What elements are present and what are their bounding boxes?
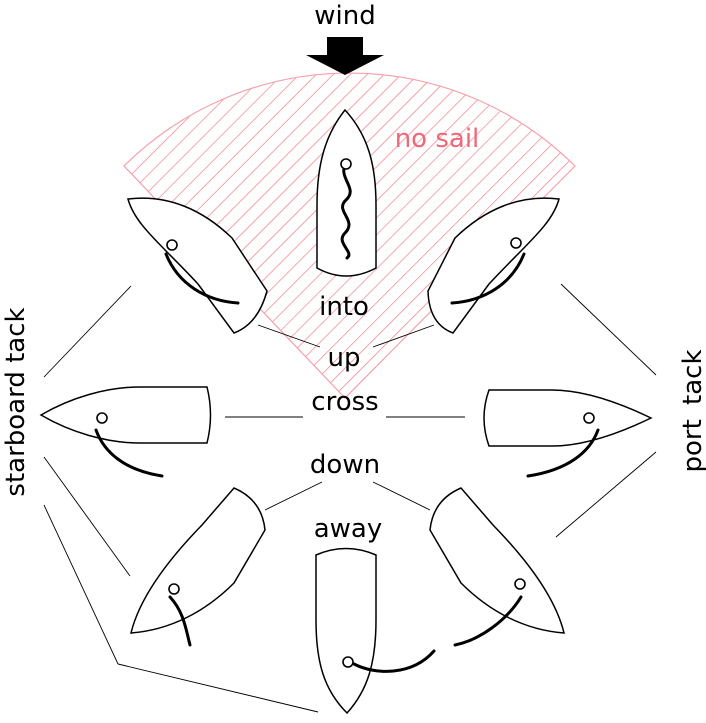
boat-port-cross [483, 389, 653, 478]
down-label: down [310, 450, 380, 480]
boat-starboard-lower [130, 487, 266, 647]
into-label: into [319, 292, 369, 322]
boat-starboard-upper [127, 197, 268, 334]
cross-label: cross [311, 387, 378, 417]
wind-arrow-icon [306, 37, 384, 75]
boat-port-upper [427, 197, 560, 334]
up-label: up [328, 343, 361, 373]
boat-away [315, 547, 436, 715]
away-label: away [314, 514, 383, 544]
boat-port-lower [429, 487, 565, 647]
wind-label: wind [314, 1, 375, 31]
boat-starboard-cross [39, 386, 212, 478]
port-tack-label: port tack [678, 349, 706, 472]
starboard-tack-label: starboard tack [1, 307, 31, 496]
boat-into-wind [316, 108, 377, 277]
connector-lines [43, 283, 657, 713]
no-sail-label: no sail [395, 124, 480, 154]
